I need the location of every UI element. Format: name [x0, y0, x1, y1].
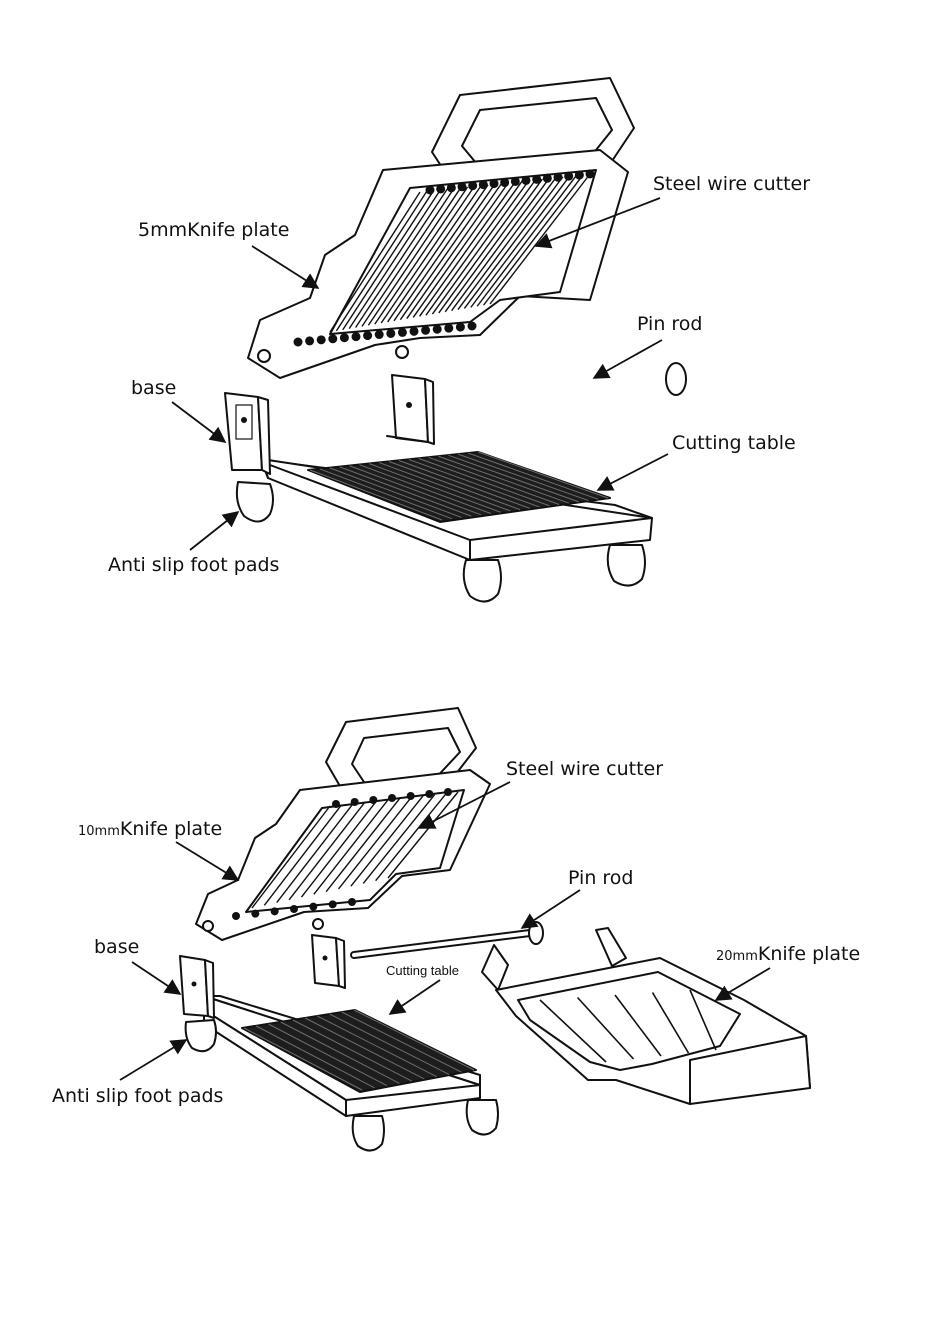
bottom-arrow-base [132, 962, 180, 994]
top-label-cutting-table: Cutting table [672, 432, 796, 454]
top-wire-bolt [564, 172, 573, 181]
top-wire-bolt [511, 177, 520, 186]
top-arrow-cutting-table [598, 454, 668, 490]
top-wire-bolt [294, 338, 303, 347]
bottom-diagram: 10mmKnife plate Steel wire cutter Pin ro… [52, 708, 860, 1151]
bottom-arrow-extra-knife-plate [716, 968, 770, 1000]
top-label-steel-wire-cutter: Steel wire cutter [653, 173, 810, 195]
top-wire-bolt [410, 327, 419, 336]
top-label-knife-plate: 5mmKnife plate [138, 219, 289, 241]
top-wire-bolt [586, 170, 595, 179]
bottom-label-knife-plate-word: Knife plate [120, 818, 222, 840]
bottom-wire-bolt [309, 903, 317, 911]
bottom-wire-bolt [369, 796, 377, 804]
top-wire-bolt [317, 335, 326, 344]
bottom-pin-rod [354, 922, 543, 955]
top-wire-bolt [490, 179, 499, 188]
bottom-base-post-left [180, 956, 214, 1018]
top-wire-bolt [328, 334, 337, 343]
top-wire-bolt [426, 186, 435, 195]
top-diagram: 5mmKnife plate Steel wire cutter Pin rod… [108, 78, 810, 602]
bottom-wire-bolt [251, 910, 259, 918]
top-wire-bolt [375, 330, 384, 339]
bottom-knife-plate [196, 708, 490, 940]
top-wire-bolt [398, 328, 407, 337]
top-wire-bolt [363, 331, 372, 340]
top-wire-bolt [479, 180, 488, 189]
bottom-arrow-cutting-table [390, 980, 440, 1014]
top-base-post-right [387, 375, 434, 444]
top-wire-bolt [386, 329, 395, 338]
bottom-wire-bolt [232, 912, 240, 920]
bottom-label-steel-wire-cutter: Steel wire cutter [506, 758, 663, 780]
bottom-wire-bolt [332, 800, 340, 808]
top-wire-bolt [500, 178, 509, 187]
bottom-label-knife-plate: 10mmKnife plate [78, 818, 222, 840]
bottom-wire-bolt [425, 790, 433, 798]
bottom-wire-bolt [444, 788, 452, 796]
bottom-wire-bolt [351, 798, 359, 806]
bottom-wire-bolt [407, 792, 415, 800]
bottom-wire-bolt [388, 794, 396, 802]
top-knife-plate [248, 78, 634, 378]
top-arrow-pin-rod [594, 340, 662, 378]
bottom-base-post-right [312, 935, 345, 988]
top-label-base: base [131, 377, 176, 399]
bottom-label-extra-knife-plate: 20mmKnife plate [716, 943, 860, 965]
bottom-label-pin-rod: Pin rod [568, 867, 633, 889]
top-wire-bolt [340, 333, 349, 342]
top-wire-bolt [468, 322, 477, 331]
top-wire-bolt [532, 175, 541, 184]
bottom-wire-bolt [329, 900, 337, 908]
top-base-post-left [225, 393, 270, 474]
bottom-arrow-foot-pads [120, 1040, 186, 1080]
top-wire-bolt [522, 176, 531, 185]
bottom-label-foot-pads: Anti slip foot pads [52, 1085, 223, 1107]
top-wire-bolt [305, 336, 314, 345]
top-wire-bolt [554, 173, 563, 182]
top-wire-bolt [543, 174, 552, 183]
top-wire-bolt [444, 324, 453, 333]
bottom-label-extra-plate-size: 20mm [716, 949, 758, 964]
top-pin-rod [457, 363, 686, 398]
top-wire-bolt [421, 326, 430, 335]
top-wire-bolt [458, 182, 467, 191]
bottom-wire-bolt [271, 907, 279, 915]
top-label-foot-pads: Anti slip foot pads [108, 554, 279, 576]
bottom-arrow-knife-plate [176, 842, 238, 880]
bottom-label-cutting-table: Cutting table [386, 963, 459, 978]
top-wire-bolt [447, 183, 456, 192]
top-wire-bolt [352, 332, 361, 341]
top-wire-bolt [456, 323, 465, 332]
bottom-wire-bolt [348, 898, 356, 906]
top-label-pin-rod: Pin rod [637, 313, 702, 335]
bottom-arrow-pin-rod [522, 890, 580, 928]
top-wire-bolt [575, 171, 584, 180]
top-wire-bolt [468, 181, 477, 190]
bottom-label-knife-plate-size: 10mm [78, 824, 120, 839]
bottom-wire-bolt [290, 905, 298, 913]
top-wire-bolt [433, 325, 442, 334]
top-wire-bolt [436, 184, 445, 193]
top-arrow-knife-plate [252, 246, 318, 288]
top-arrow-base [172, 402, 225, 442]
bottom-label-extra-plate-word: Knife plate [758, 943, 860, 965]
top-arrow-foot-pads [190, 512, 238, 550]
bottom-label-base: base [94, 936, 139, 958]
